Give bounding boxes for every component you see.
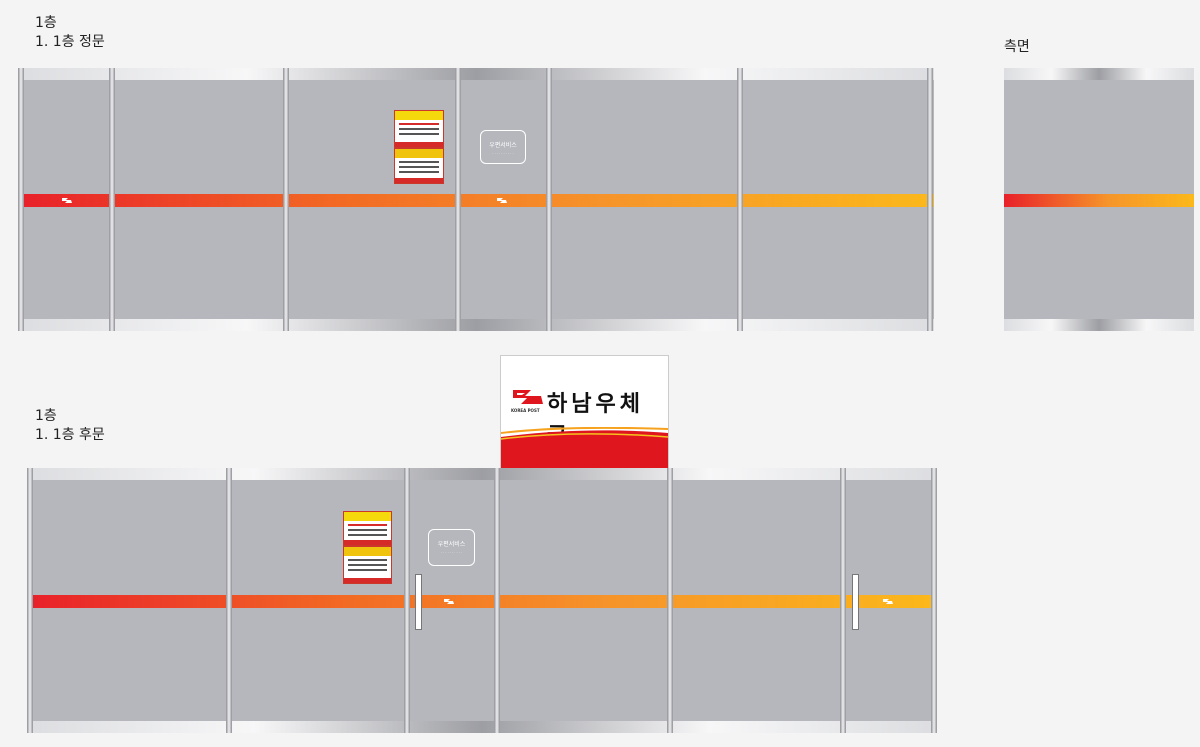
cctv-notice-poster [343,546,392,584]
rear-post [840,468,846,733]
rear-color-stripe [27,595,937,608]
front-post [109,68,115,331]
post-logo-icon [883,599,893,604]
rear-post [27,468,33,733]
rear-top-rail [27,468,937,480]
post-logo-icon [62,198,72,203]
front-facade: 우편서비스 · · · · · · · · · · [18,68,934,331]
rear-post [404,468,410,733]
front-post [455,68,461,331]
front-post [18,68,24,331]
door-handle[interactable] [852,574,859,630]
front-post [283,68,289,331]
front-post [927,68,933,331]
side-bottom-rail [1004,319,1194,331]
cctv-notice-poster [394,148,444,184]
front-post [546,68,552,331]
side-facade [1004,68,1194,331]
service-box: 우편서비스 · · · · · · · · · · [428,529,475,566]
notice-poster [343,511,392,546]
rear-post [667,468,673,733]
rear-floor-label: 1층 [35,408,57,424]
service-box: 우편서비스 · · · · · · · · · · [480,130,526,164]
side-title: 측면 [1004,39,1030,55]
post-office-sign: KOREA POST 하남우체국 [500,355,669,470]
front-post [737,68,743,331]
front-bottom-rail [18,319,934,331]
post-logo-icon [444,599,454,604]
rear-title: 1. 1층 후문 [35,427,105,443]
front-color-stripe [18,194,934,207]
post-logo-icon [497,198,507,203]
notice-poster [394,110,444,148]
sign-wave-graphic [501,427,668,469]
korea-post-text: KOREA POST [511,408,540,413]
front-title: 1. 1층 정문 [35,34,105,50]
front-floor-label: 1층 [35,15,57,31]
door-handle[interactable] [415,574,422,630]
rear-post [931,468,937,733]
rear-facade: 우편서비스 · · · · · · · · · · [27,468,937,733]
side-top-rail [1004,68,1194,80]
front-top-rail [18,68,934,80]
rear-bottom-rail [27,721,937,733]
korea-post-logo-icon [513,390,543,404]
side-color-stripe [1004,194,1194,207]
rear-post [494,468,500,733]
rear-post [226,468,232,733]
